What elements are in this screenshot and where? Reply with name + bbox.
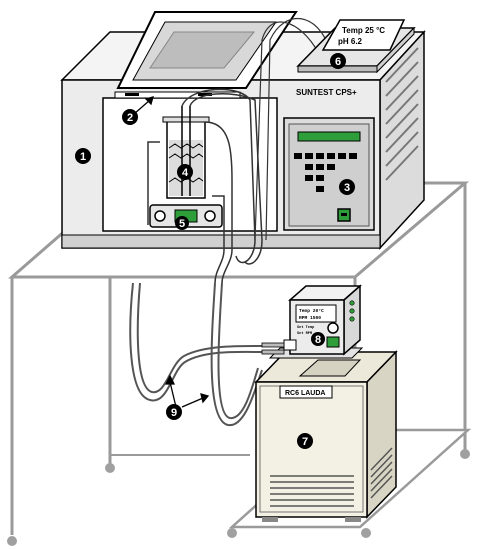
svg-text:7: 7	[302, 436, 308, 448]
side-vents	[385, 47, 419, 181]
callout-4: 4	[177, 164, 193, 180]
svg-text:8: 8	[315, 334, 321, 346]
suntest-label: SUNTEST CPS+	[296, 88, 357, 97]
callout-1: 1	[75, 148, 91, 164]
callout-5: 5	[175, 216, 189, 230]
chamber-lid	[116, 11, 298, 89]
thermostat-temp-reading: Temp 20°C	[299, 308, 324, 314]
stirrer-plate	[149, 204, 223, 228]
thermostat-rpm-reading: RPM 1500	[299, 315, 321, 321]
callout-7: 7	[297, 433, 313, 449]
thermostat-unit	[261, 284, 364, 359]
thermostat-set-temp: Set Temp	[297, 326, 314, 330]
callout-6: 6	[330, 53, 346, 69]
cooler-unit	[254, 350, 398, 522]
svg-text:9: 9	[171, 407, 177, 419]
svg-text:3: 3	[344, 182, 350, 194]
svg-text:2: 2	[127, 112, 133, 124]
ph-meter	[296, 19, 416, 74]
thermostat-set-rpm: Set RPM	[297, 332, 312, 336]
callout-2: 2	[122, 109, 138, 125]
svg-text:1: 1	[80, 151, 86, 163]
callout-3: 3	[339, 179, 355, 195]
callout-9: 9	[166, 404, 182, 420]
callout-arrows	[133, 96, 210, 408]
ph-temp-reading: Temp 25 °C	[342, 26, 385, 35]
svg-text:4: 4	[182, 167, 189, 179]
callout-8: 8	[311, 332, 325, 346]
ph-value-reading: pH 6.2	[338, 37, 363, 46]
chamber-cables	[147, 88, 263, 284]
svg-text:6: 6	[335, 56, 341, 68]
cooler-label: RC6 LAUDA	[285, 390, 325, 397]
beaker	[162, 106, 210, 199]
tubing	[129, 282, 263, 427]
table-feet	[7, 449, 470, 546]
control-panel	[283, 117, 375, 231]
svg-text:5: 5	[179, 218, 185, 230]
